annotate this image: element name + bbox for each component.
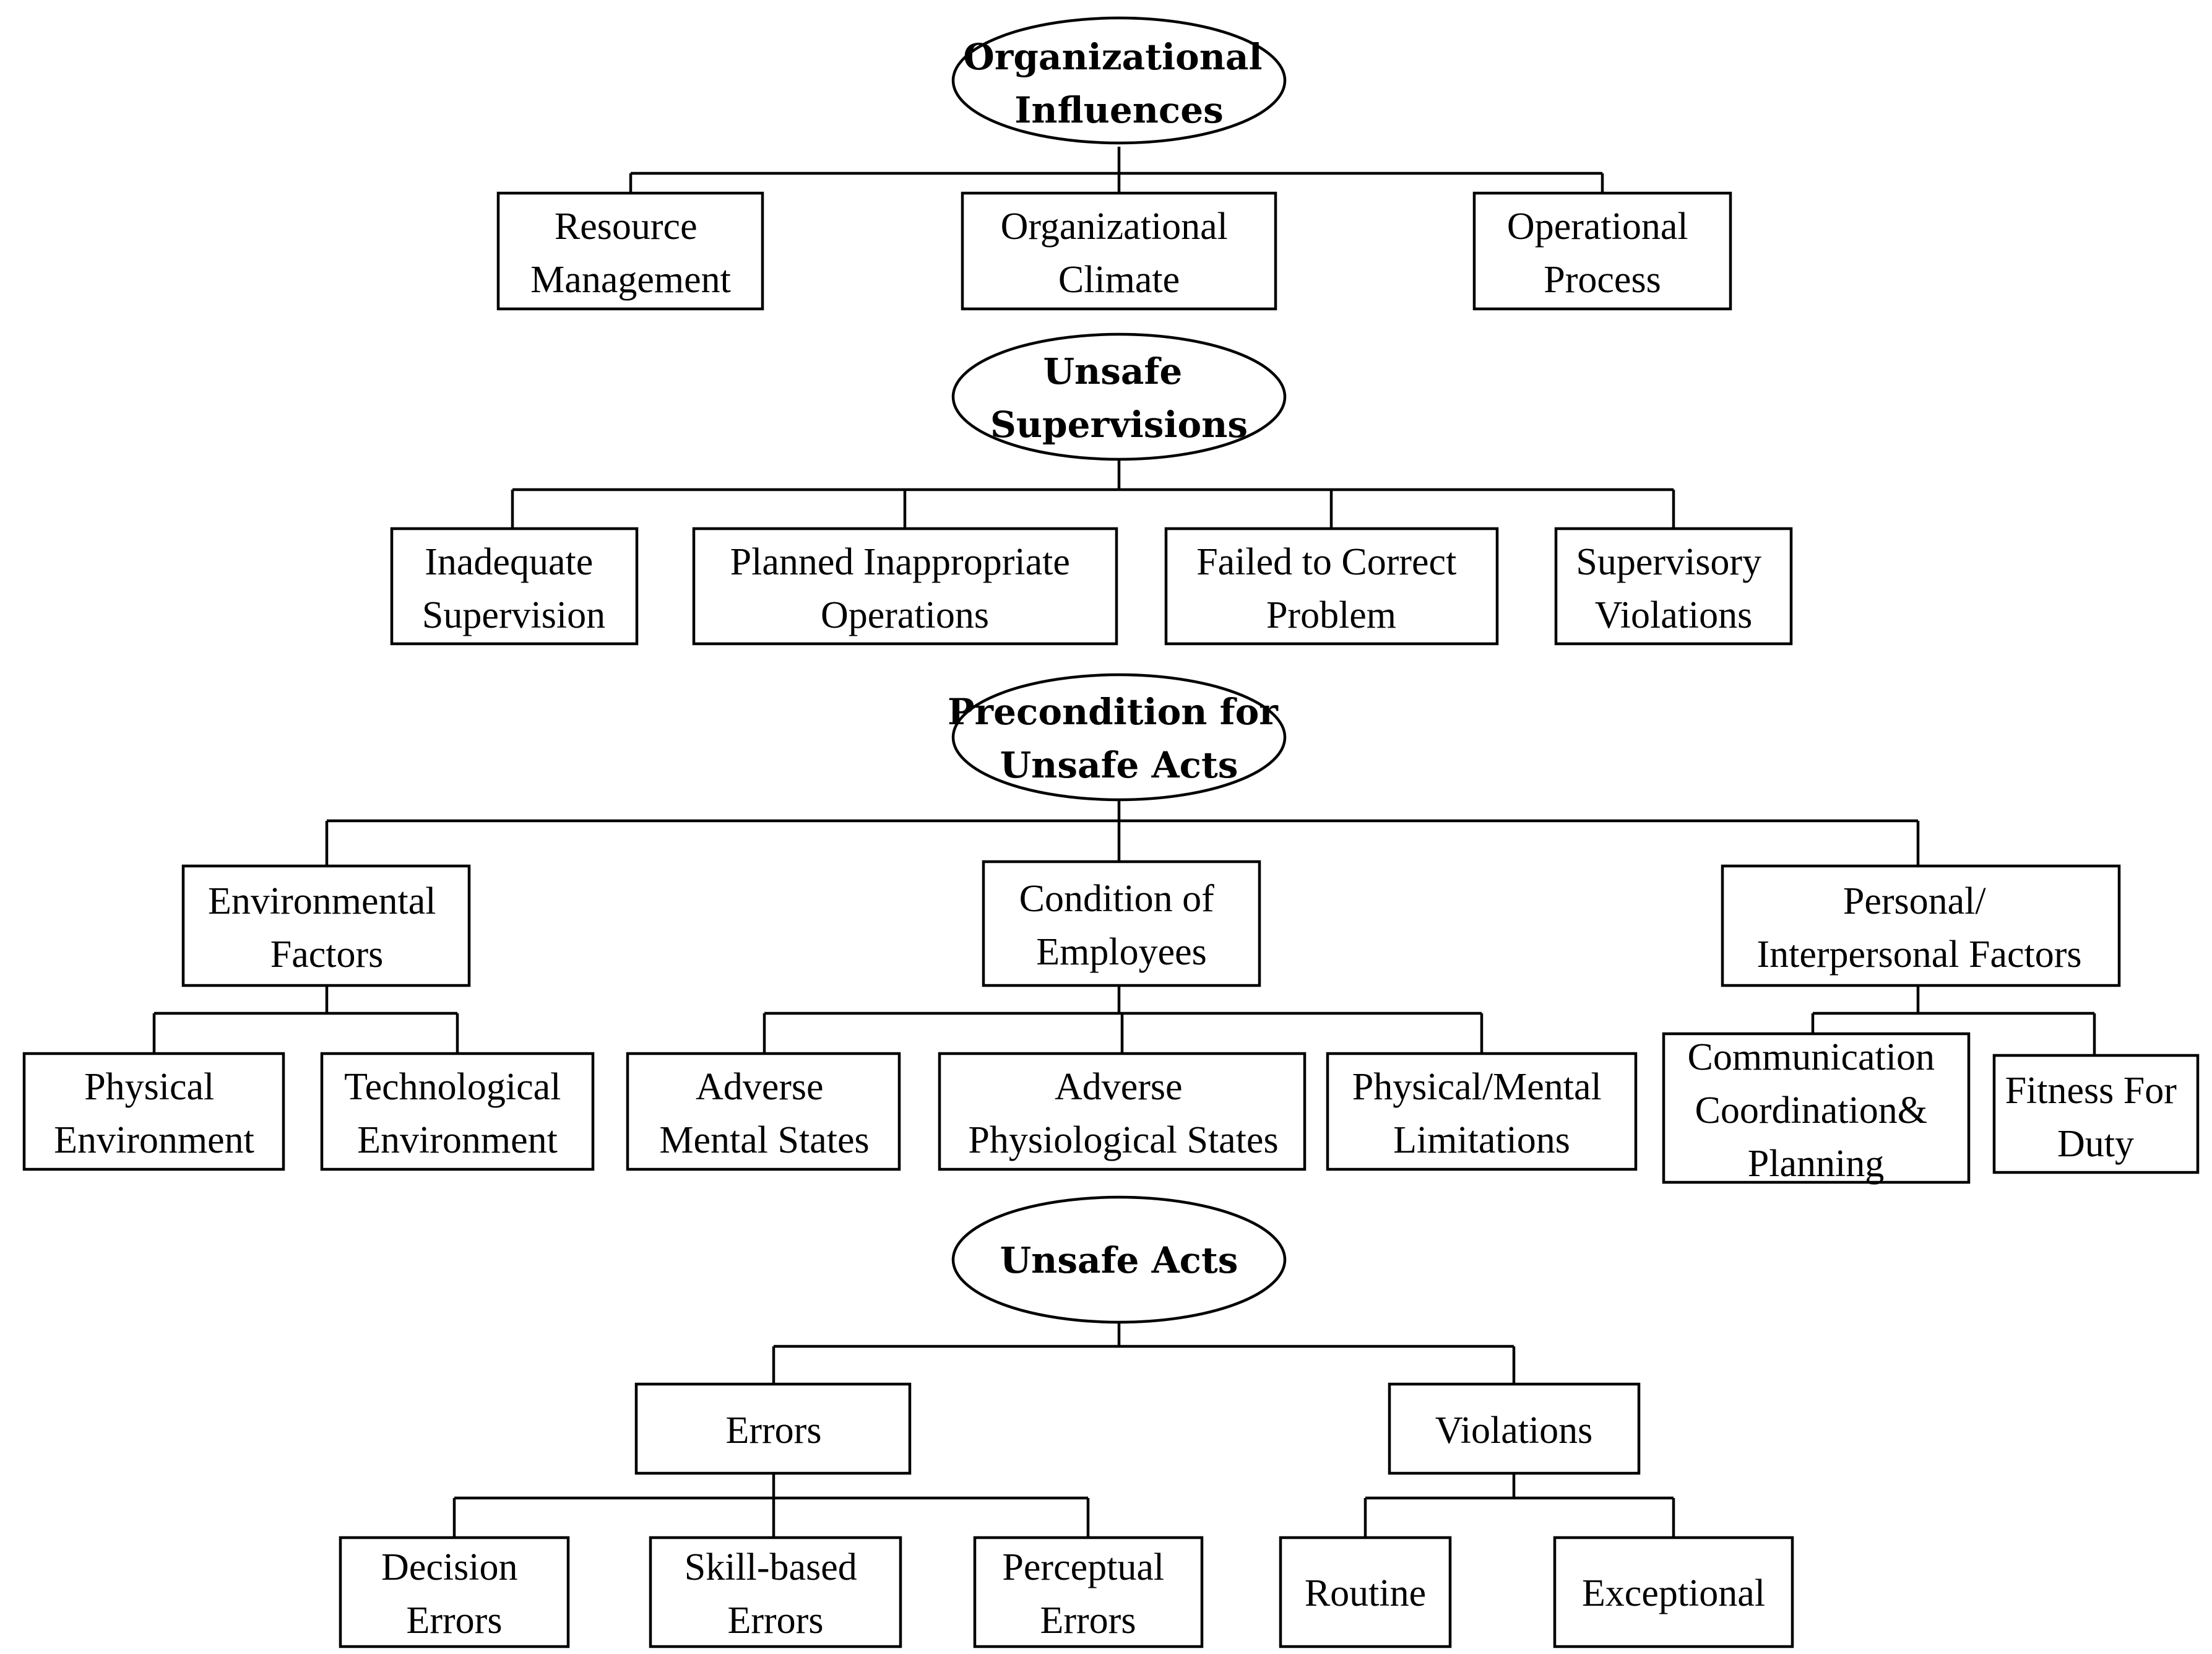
category-box xyxy=(961,191,1277,311)
level-unsafe-acts: Unsafe Acts Errors Decision Errors Skill… xyxy=(339,1195,1794,1648)
subcategory-box xyxy=(1326,1052,1638,1171)
category-label: Errors xyxy=(726,1409,822,1452)
subcategory-label: Adverse Mental States xyxy=(659,1066,869,1161)
level-title: Unsafe Acts xyxy=(1000,1239,1238,1281)
subcategory-box xyxy=(1279,1536,1452,1648)
subcategory-label: Physical/Mental Limitations xyxy=(1352,1066,1611,1161)
level-title-ellipse xyxy=(951,673,1287,802)
subcategory-label: Decision Errors xyxy=(381,1546,527,1642)
subcategory-box xyxy=(938,1052,1307,1171)
category-label: Inadequate Supervision xyxy=(422,541,605,636)
level-title: Organizational Influences xyxy=(963,36,1274,131)
level-title-ellipse xyxy=(951,332,1287,461)
subcategory-box xyxy=(1662,1032,1971,1184)
category-box xyxy=(1721,864,2121,987)
category-label: Organizational Climate xyxy=(1001,206,1238,301)
subcategory-label: Routine xyxy=(1305,1572,1426,1614)
category-label: Supervisory Violations xyxy=(1576,541,1771,636)
subcategory-label: Physical Environment xyxy=(54,1066,254,1161)
subcategory-label: Technological Environment xyxy=(344,1066,571,1161)
category-box xyxy=(181,864,471,987)
level-preconditions: Precondition for Unsafe Acts Environment… xyxy=(22,673,2200,1185)
subcategory-box xyxy=(320,1052,595,1171)
subcategory-box xyxy=(1553,1536,1794,1648)
category-box xyxy=(1554,527,1793,646)
level-title-ellipse xyxy=(951,1195,1287,1324)
subcategory-box xyxy=(339,1536,570,1648)
category-box xyxy=(496,191,764,311)
category-label: Violations xyxy=(1435,1409,1593,1452)
category-box xyxy=(1164,527,1499,646)
category-box xyxy=(634,1382,912,1475)
subcategory-box xyxy=(22,1052,285,1171)
level-title: Precondition for Unsafe Acts xyxy=(948,691,1290,786)
subcategory-label: Skill-based Errors xyxy=(685,1546,866,1642)
level-unsafe-supervisions: Unsafe Supervisions Inadequate Supervisi… xyxy=(390,332,1793,646)
level-title: Unsafe Supervisions xyxy=(990,350,1248,446)
category-label: Resource Management xyxy=(530,206,731,301)
subcategory-label: Perceptual Errors xyxy=(1002,1546,1173,1642)
category-box xyxy=(1472,191,1732,311)
category-label: Failed to Correct Problem xyxy=(1196,541,1466,636)
category-box xyxy=(982,860,1261,987)
subcategory-box xyxy=(1992,1054,2200,1174)
subcategory-label: Communication Coordination& Planning xyxy=(1687,1036,1944,1185)
connectors xyxy=(152,147,2096,1538)
subcategory-label: Fitness For Duty xyxy=(2005,1070,2187,1165)
category-box xyxy=(692,527,1118,646)
category-label: Condition of Employees xyxy=(1019,878,1224,973)
subcategory-label: Adverse Physiological States xyxy=(968,1066,1278,1161)
category-label: Planned Inappropriate Operations xyxy=(730,541,1080,636)
level-organizational-influences: Organizational Influences Resource Manag… xyxy=(496,16,1732,311)
subcategory-box xyxy=(626,1052,901,1171)
subcategory-box xyxy=(649,1536,902,1648)
subcategory-label: Exceptional xyxy=(1582,1572,1765,1614)
category-label: Operational Process xyxy=(1507,206,1698,301)
category-label: Environmental Factors xyxy=(208,880,446,976)
subcategory-box xyxy=(973,1536,1204,1648)
category-box xyxy=(1388,1382,1641,1475)
level-title-ellipse xyxy=(951,16,1287,145)
category-label: Personal/ Interpersonal Factors xyxy=(1756,880,2081,976)
category-box xyxy=(390,527,639,646)
